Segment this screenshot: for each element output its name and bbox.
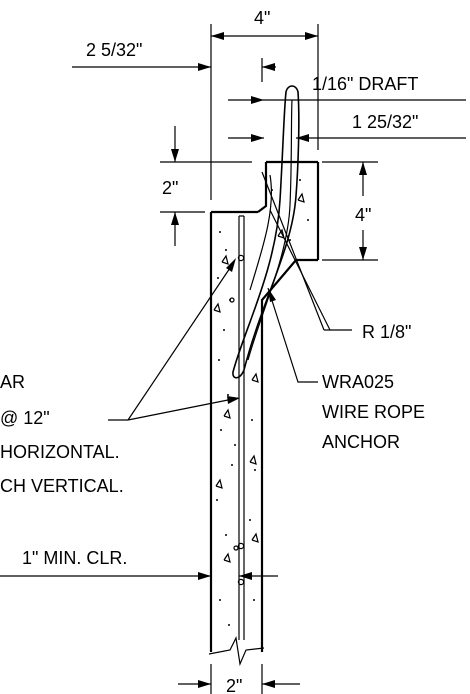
dimension-pocket-depth [322, 161, 378, 261]
dimension-step-height [160, 126, 252, 246]
dimension-bottom-width [178, 664, 300, 694]
wire-rope-loop [232, 85, 300, 379]
callout-bar-line-4: CH VERTICAL. [0, 476, 124, 496]
callout-anchor-leader [267, 287, 318, 383]
dimension-step-height-label: 2" [162, 178, 178, 198]
dimension-top-width [210, 24, 319, 200]
callout-anchor-line-1: WRA025 [322, 372, 394, 392]
callout-bar-line-2: @ 12" [0, 408, 50, 428]
dimension-bottom-width-label: 2" [226, 676, 242, 694]
dimension-clearance-label: 1" MIN. CLR. [22, 548, 127, 568]
vertical-rebar [237, 215, 245, 640]
callout-anchor-line-2: WIRE ROPE [322, 402, 425, 422]
dimension-draft-label: 1/16" DRAFT [312, 74, 418, 94]
dimension-clearance [0, 572, 278, 580]
callout-bar-line-1: AR [0, 372, 25, 392]
callout-bar-line-3: HORIZONTAL. [0, 442, 120, 462]
callout-radius-leader [261, 171, 352, 331]
dimension-offset-label: 2 5/32" [86, 40, 142, 60]
callout-radius-label: R 1/8" [362, 322, 411, 342]
concrete-hatch [213, 179, 309, 626]
callout-bar-leader [108, 258, 240, 421]
dimension-draft-offset [228, 134, 466, 142]
slab-outline [208, 160, 320, 667]
dimension-draft [228, 96, 466, 104]
dimension-top-width-label: 4" [254, 8, 270, 28]
dimension-pocket-depth-label: 4" [355, 205, 371, 225]
dimension-draft-offset-label: 1 25/32" [352, 112, 418, 132]
dimension-offset [72, 58, 276, 82]
callout-anchor-line-3: ANCHOR [322, 432, 400, 452]
